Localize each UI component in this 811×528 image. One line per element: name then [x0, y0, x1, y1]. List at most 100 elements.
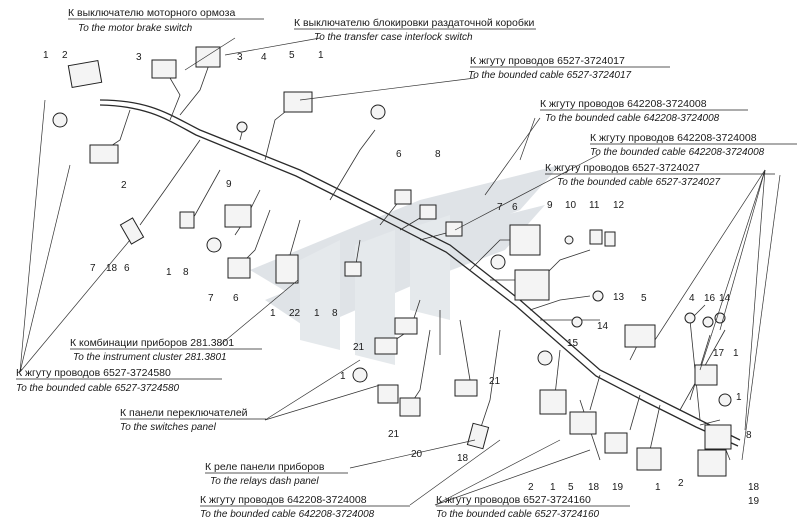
- position-number: 2: [678, 478, 684, 489]
- callout-cable-6527-3724027-en: To the bounded cable 6527-3724027: [557, 177, 721, 188]
- connector-3a: [151, 59, 177, 79]
- connector-18: [604, 432, 628, 454]
- position-number: 18: [106, 263, 118, 274]
- connector-18b: [697, 449, 727, 477]
- callout-cable-642208-a-en: To the bounded cable 642208-3724008: [545, 113, 720, 124]
- connector-block-7: [514, 269, 550, 301]
- position-number: 1: [340, 371, 346, 382]
- callout-cable-6527-3724580: К жгуту проводов 6527-3724580 To the bou…: [16, 367, 222, 394]
- ground-terminal-c: [206, 237, 222, 253]
- callout-cable-6527-3724017-ru: К жгуту проводов 6527-3724017: [470, 55, 625, 67]
- ground-terminal-a: [52, 112, 68, 128]
- terminal-13: [592, 290, 604, 302]
- connector-2b: [539, 389, 567, 415]
- position-number: 1: [166, 267, 172, 278]
- position-number: 21: [353, 342, 365, 353]
- relay-8a: [394, 189, 412, 205]
- connector-21a: [394, 317, 418, 335]
- position-number: 16: [704, 293, 716, 304]
- position-number: 18: [748, 482, 760, 493]
- relay-17: [694, 364, 718, 386]
- position-number: 8: [332, 308, 338, 319]
- watermark-logo: [250, 165, 560, 365]
- position-number: 13: [613, 292, 625, 303]
- position-number: 1: [733, 348, 739, 359]
- ground-terminal-e: [352, 367, 368, 383]
- callout-relays-dash-en: To the relays dash panel: [210, 476, 319, 487]
- connector-21b: [374, 337, 398, 355]
- position-number: 8: [435, 149, 441, 160]
- connector-7: [119, 217, 145, 245]
- callout-cable-6527-3724160-en: To the bounded cable 6527-3724160: [436, 509, 600, 520]
- position-number: 2: [62, 50, 68, 61]
- connector-2: [89, 144, 119, 164]
- callout-switches-panel-ru: К панели переключателей: [120, 407, 248, 419]
- position-number: 5: [568, 482, 574, 493]
- position-number: 4: [689, 293, 695, 304]
- position-number: 22: [289, 308, 301, 319]
- position-number: 17: [713, 348, 725, 359]
- callout-instrument-cluster: К комбинации приборов 281.3801 To the in…: [70, 337, 262, 363]
- callout-switches-panel: К панели переключателей To the switches …: [120, 407, 266, 433]
- relay-8c: [445, 221, 463, 237]
- position-number: 3: [136, 52, 142, 63]
- connector-2c: [636, 447, 662, 471]
- position-number: 8: [746, 430, 752, 441]
- position-number: 10: [565, 200, 577, 211]
- position-number: 5: [289, 50, 295, 61]
- connector-5c: [569, 411, 597, 435]
- terminal-16: [702, 316, 714, 328]
- components: [52, 46, 732, 477]
- position-number: 1: [270, 308, 276, 319]
- position-number: 3: [237, 52, 243, 63]
- callout-cable-6527-3724160-ru: К жгуту проводов 6527-3724160: [436, 494, 591, 506]
- position-number: 2: [528, 482, 534, 493]
- callout-cable-642208-b: К жгуту проводов 642208-3724008 To the b…: [590, 132, 797, 158]
- position-number: 1: [550, 482, 556, 493]
- callout-cable-642208-b-ru: К жгуту проводов 642208-3724008: [590, 132, 757, 144]
- switch-11: [589, 229, 603, 245]
- position-number: 7: [90, 263, 96, 274]
- position-number: 14: [719, 293, 731, 304]
- position-number: 2: [121, 180, 127, 191]
- ground-terminal-b: [370, 104, 386, 120]
- connector-1: [67, 59, 103, 89]
- callout-transfer-case-en: To the transfer case interlock switch: [314, 32, 473, 43]
- callout-cable-642208-c-en: To the bounded cable 642208-3724008: [200, 509, 375, 520]
- position-number: 9: [547, 200, 553, 211]
- position-number: 7: [497, 202, 503, 213]
- position-number: 6: [233, 293, 239, 304]
- terminal-10: [564, 235, 574, 245]
- callout-motor-brake-en: To the motor brake switch: [78, 23, 193, 34]
- relay-8b: [419, 204, 437, 220]
- callout-cable-6527-3724027: К жгуту проводов 6527-3724027 To the bou…: [545, 162, 775, 188]
- position-number: 12: [613, 200, 625, 211]
- callout-transfer-case: К выключателю блокировки раздаточной кор…: [294, 17, 536, 43]
- callout-relays-dash-ru: К реле панели приборов: [205, 461, 325, 473]
- connector-block-9: [509, 224, 541, 256]
- position-number: 14: [597, 321, 609, 332]
- callout-cable-6527-3724017-en: To the bounded cable 6527-3724017: [468, 70, 632, 81]
- callout-cable-642208-c: К жгуту проводов 642208-3724008 To the b…: [200, 494, 410, 520]
- position-number: 21: [388, 429, 400, 440]
- connector-1b: [275, 254, 299, 284]
- callout-instrument-cluster-ru: К комбинации приборов 281.3801: [70, 337, 234, 349]
- position-number: 6: [512, 202, 518, 213]
- ground-terminal-f: [537, 350, 553, 366]
- connector-6: [227, 257, 251, 279]
- callout-cable-6527-3724580-en: To the bounded cable 6527-3724580: [16, 383, 180, 394]
- position-number: 9: [226, 179, 232, 190]
- position-numbers: 1 2 3 3 4 5 1 6 2 7 18 6 1 8 9 7 6 8 1 2…: [43, 50, 760, 507]
- callout-cable-6527-3724017: К жгуту проводов 6527-3724017 To the bou…: [468, 55, 670, 81]
- position-number: 20: [411, 449, 423, 460]
- callout-cable-642208-a: К жгуту проводов 642208-3724008 To the b…: [540, 98, 748, 124]
- terminal-14: [571, 316, 583, 328]
- connector-5b: [624, 324, 656, 348]
- connector-5: [283, 91, 313, 113]
- callout-switches-panel-en: To the switches panel: [120, 422, 217, 433]
- position-number: 1: [318, 50, 324, 61]
- position-number: 1: [736, 392, 742, 403]
- terminal-4: [236, 121, 248, 133]
